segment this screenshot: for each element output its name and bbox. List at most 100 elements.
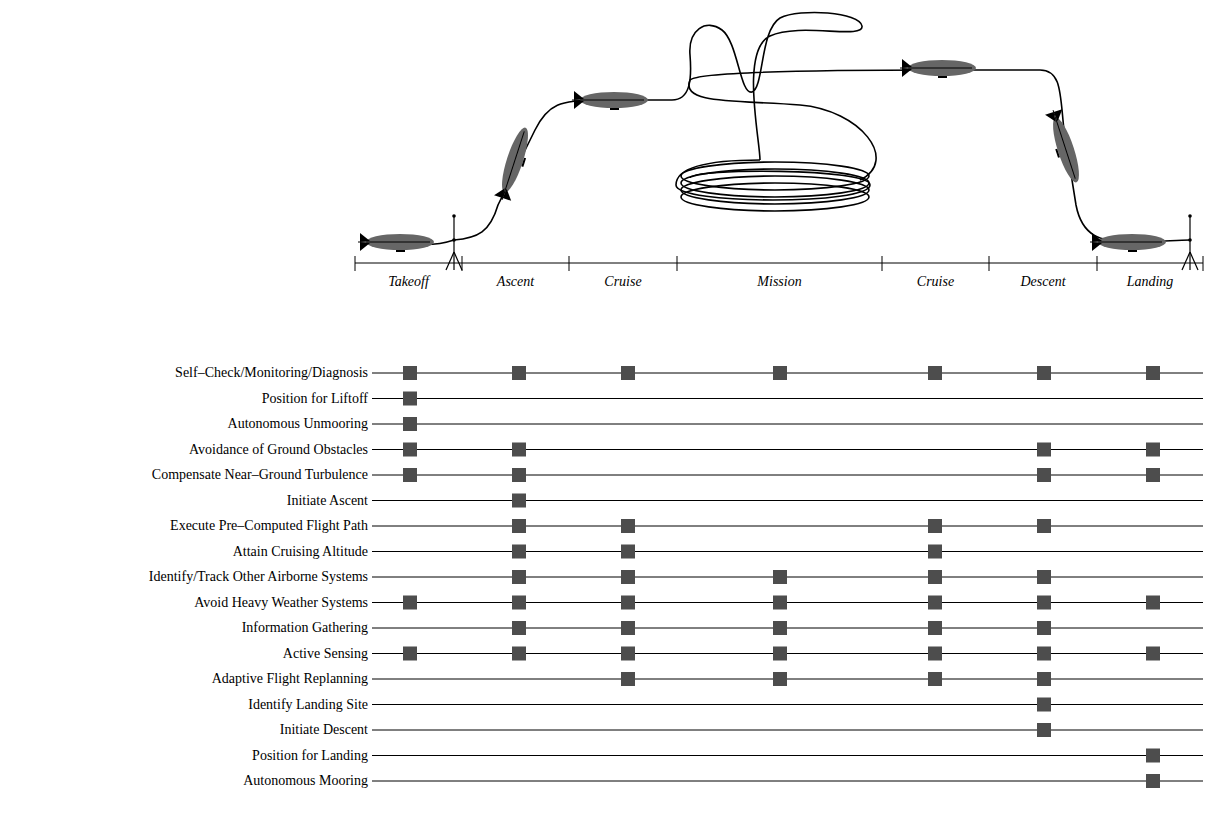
- capability-marker: [512, 366, 526, 380]
- capability-label: Compensate Near–Ground Turbulence: [152, 466, 368, 484]
- flight-path: [400, 12, 1190, 244]
- capability-marker: [621, 621, 635, 635]
- capability-marker: [928, 545, 942, 559]
- phase-label: Takeoff: [355, 273, 462, 291]
- row-line: [372, 602, 1203, 603]
- row-line: [372, 679, 1203, 680]
- capability-marker: [928, 570, 942, 584]
- capability-marker: [1037, 647, 1051, 661]
- capability-marker: [403, 468, 417, 482]
- row-line: [372, 373, 1203, 374]
- capability-marker: [1146, 647, 1160, 661]
- row-line: [372, 755, 1203, 756]
- capability-marker: [1037, 366, 1051, 380]
- capability-marker: [512, 621, 526, 635]
- capability-marker: [621, 570, 635, 584]
- capability-label: Execute Pre–Computed Flight Path: [170, 517, 368, 535]
- row-line: [372, 424, 1203, 425]
- capability-marker: [512, 468, 526, 482]
- capability-marker: [621, 596, 635, 610]
- phase-label: Ascent: [462, 273, 569, 291]
- capability-label: Information Gathering: [242, 619, 368, 637]
- capability-label: Identify Landing Site: [248, 696, 368, 714]
- capability-marker: [403, 366, 417, 380]
- capability-marker: [773, 621, 787, 635]
- phase-label: Cruise: [882, 273, 989, 291]
- capability-label: Initiate Descent: [280, 721, 368, 739]
- capability-marker: [1037, 621, 1051, 635]
- capability-marker: [512, 494, 526, 508]
- capability-marker: [621, 545, 635, 559]
- capability-marker: [928, 647, 942, 661]
- capability-marker: [403, 647, 417, 661]
- capability-marker: [1146, 596, 1160, 610]
- capability-marker: [621, 647, 635, 661]
- capability-label: Identify/Track Other Airborne Systems: [149, 568, 368, 586]
- capability-marker: [512, 443, 526, 457]
- capability-marker: [928, 366, 942, 380]
- capability-marker: [928, 621, 942, 635]
- capability-label: Self–Check/Monitoring/Diagnosis: [175, 364, 368, 382]
- capability-marker: [773, 647, 787, 661]
- capability-label: Active Sensing: [283, 645, 368, 663]
- row-line: [372, 526, 1203, 527]
- capability-marker: [1146, 468, 1160, 482]
- phase-timeline: [355, 256, 1203, 271]
- capability-marker: [1037, 698, 1051, 712]
- capability-marker: [1037, 723, 1051, 737]
- capability-marker: [512, 596, 526, 610]
- capability-marker: [512, 545, 526, 559]
- capability-marker: [512, 647, 526, 661]
- capability-marker: [773, 570, 787, 584]
- capability-marker: [621, 519, 635, 533]
- capability-marker: [621, 672, 635, 686]
- row-line: [372, 730, 1203, 731]
- capability-label: Position for Landing: [252, 747, 368, 765]
- capability-marker: [928, 596, 942, 610]
- row-line: [372, 398, 1203, 399]
- capability-marker: [512, 570, 526, 584]
- row-line: [372, 704, 1203, 705]
- capability-marker: [928, 519, 942, 533]
- capability-marker: [928, 672, 942, 686]
- capability-marker: [403, 443, 417, 457]
- row-line: [372, 628, 1203, 629]
- capability-label: Attain Cruising Altitude: [233, 543, 368, 561]
- capability-label: Position for Liftoff: [262, 390, 368, 408]
- capability-marker: [1037, 570, 1051, 584]
- capability-marker: [621, 366, 635, 380]
- phase-label: Mission: [677, 273, 882, 291]
- capability-label: Autonomous Mooring: [243, 772, 368, 790]
- capability-marker: [403, 392, 417, 406]
- capability-label: Avoid Heavy Weather Systems: [194, 594, 368, 612]
- capability-marker: [403, 596, 417, 610]
- phase-label: Descent: [989, 273, 1097, 291]
- capability-label: Avoidance of Ground Obstacles: [189, 441, 368, 459]
- row-line: [372, 500, 1203, 501]
- capability-marker: [1146, 443, 1160, 457]
- capability-marker: [1037, 672, 1051, 686]
- capability-label: Adaptive Flight Replanning: [212, 670, 368, 688]
- row-line: [372, 449, 1203, 450]
- capability-marker: [1037, 468, 1051, 482]
- capability-marker: [1146, 774, 1160, 788]
- row-line: [372, 781, 1203, 782]
- row-line: [372, 577, 1203, 578]
- row-line: [372, 551, 1203, 552]
- phase-label: Cruise: [569, 273, 677, 291]
- capability-label: Autonomous Unmooring: [228, 415, 368, 433]
- capability-marker: [773, 596, 787, 610]
- capability-marker: [1146, 749, 1160, 763]
- capability-marker: [1037, 596, 1051, 610]
- capability-marker: [512, 519, 526, 533]
- capability-marker: [773, 672, 787, 686]
- row-line: [372, 653, 1203, 654]
- capability-label: Initiate Ascent: [287, 492, 368, 510]
- row-line: [372, 475, 1203, 476]
- capability-marker: [403, 417, 417, 431]
- phase-label: Landing: [1097, 273, 1203, 291]
- capability-marker: [1037, 519, 1051, 533]
- capability-marker: [1146, 366, 1160, 380]
- capability-marker: [773, 366, 787, 380]
